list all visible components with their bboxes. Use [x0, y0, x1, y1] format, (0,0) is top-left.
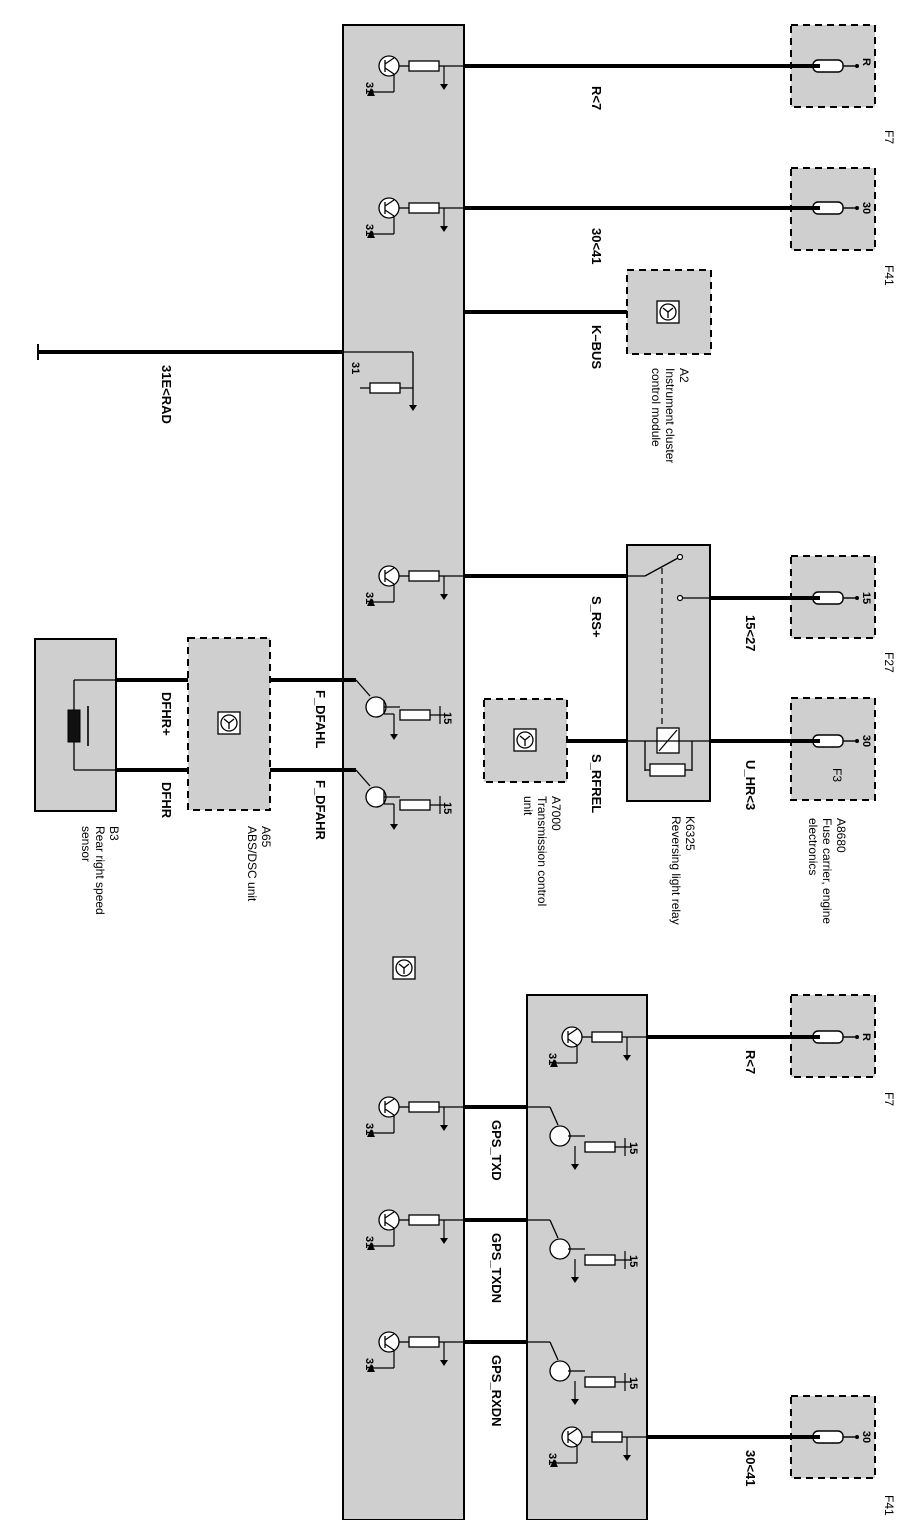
fuse-code-label: F41: [882, 1495, 896, 1516]
wire-label: 15<27: [743, 615, 758, 652]
a8680-name: electronics: [806, 818, 820, 875]
pin-label: 31: [349, 362, 361, 374]
fuse-code-label: F27: [882, 652, 896, 673]
wire-label: GPS_TXDN: [489, 1233, 504, 1303]
pin-label: 31: [363, 1358, 375, 1370]
fuse-pin-label: 30: [860, 202, 872, 214]
a65-name: ABS/DSC unit: [245, 826, 259, 902]
pin-label: 31: [363, 592, 375, 604]
fuse-pin-label: R: [860, 58, 872, 66]
transmission-control-unit: [483, 698, 568, 783]
wire-label: R<7: [589, 86, 604, 110]
fuse-box-f3: 30 F3: [790, 697, 876, 801]
gps-txd-line: 31 15: [363, 1096, 639, 1170]
b3-name: Rear right speed: [93, 826, 107, 915]
pin-label: 31: [546, 1053, 558, 1065]
a2-code: A2: [677, 368, 691, 383]
main-module: [342, 24, 465, 1520]
fuse-box-f41-top: 30 F41: [790, 167, 896, 286]
wire-label: 31E<RAD: [159, 365, 174, 424]
a2-name: Instrument cluster: [663, 368, 677, 463]
fuse-code-label: F41: [882, 265, 896, 286]
pin-label: 31: [546, 1453, 558, 1465]
pin-label: 15: [627, 1255, 639, 1267]
fuse-box-f7-top: R F7: [790, 24, 896, 144]
main-module-ecu-icon: [392, 956, 416, 980]
fuse-pin-label: 30: [860, 735, 872, 747]
wire-label: GPS_TXD: [489, 1120, 504, 1181]
wire-label: DFHR+: [159, 692, 174, 736]
fuse-code-label: F7: [882, 1092, 896, 1106]
fuse-pin-label: 15: [860, 592, 872, 604]
pin-label: 15: [627, 1142, 639, 1154]
instrument-cluster-module: [626, 269, 712, 355]
wire-label: S_RS+: [589, 596, 604, 638]
pin-label: 31: [363, 1123, 375, 1135]
gps-rxdn-line: 31 15: [363, 1331, 639, 1405]
fuse-box-f27: 15 F27: [790, 555, 896, 673]
a8680-code: A8680: [834, 818, 848, 853]
reversing-light-relay: [626, 544, 711, 802]
fuse-box-f7-bottom: R F7: [790, 994, 896, 1106]
gps-txdn-line: 31 15: [363, 1209, 639, 1283]
wire-label: DFHR: [159, 782, 174, 819]
fuse-pin-label: 30: [860, 1431, 872, 1443]
a65-code: A65: [259, 826, 273, 848]
wire-label: 30<41: [743, 1450, 758, 1487]
pin-label: 31: [363, 82, 375, 94]
a2-name: control module: [649, 368, 663, 447]
wire-label: GPS_RXDN: [489, 1355, 504, 1427]
a7000-name: Transmission control: [535, 796, 549, 906]
pin-label: 31: [363, 1236, 375, 1248]
fuse-code-label: F3: [830, 768, 844, 782]
pin-label: 15: [441, 802, 453, 814]
wire-label: S_RFREL: [589, 754, 604, 813]
a8680-name: Fuse carrier, engine: [820, 818, 834, 924]
fuse-code-label: F7: [882, 130, 896, 144]
wire-label: U_HR<3: [743, 760, 758, 810]
rear-right-speed-sensor: [34, 638, 117, 812]
ground-resistor: [343, 351, 417, 411]
wire-label: F_DFAHR: [313, 780, 328, 841]
fuse-box-f41-bottom: 30 F41: [790, 1395, 896, 1516]
k6325-name: Reversing light relay: [669, 816, 683, 925]
k6325-code: K6325: [683, 816, 697, 851]
b3-code: B3: [107, 826, 121, 841]
stage-f-dfahr: 15: [270, 768, 453, 830]
pin-label: 15: [441, 712, 453, 724]
b3-name: sensor: [79, 826, 93, 862]
fuse-pin-label: R: [860, 1033, 872, 1041]
abs-dsc-unit: [187, 637, 271, 811]
wire-label: K–BUS: [589, 325, 604, 369]
pin-label: 15: [627, 1377, 639, 1389]
wire-label: R<7: [743, 1050, 758, 1074]
stage-f-dfahl: 15: [270, 678, 453, 740]
wire-label: 30<41: [589, 228, 604, 265]
pin-label: 31: [363, 224, 375, 236]
a7000-name: unit: [521, 796, 535, 816]
wire-label: F_DFAHL: [313, 690, 328, 749]
a7000-code: A7000: [549, 796, 563, 831]
